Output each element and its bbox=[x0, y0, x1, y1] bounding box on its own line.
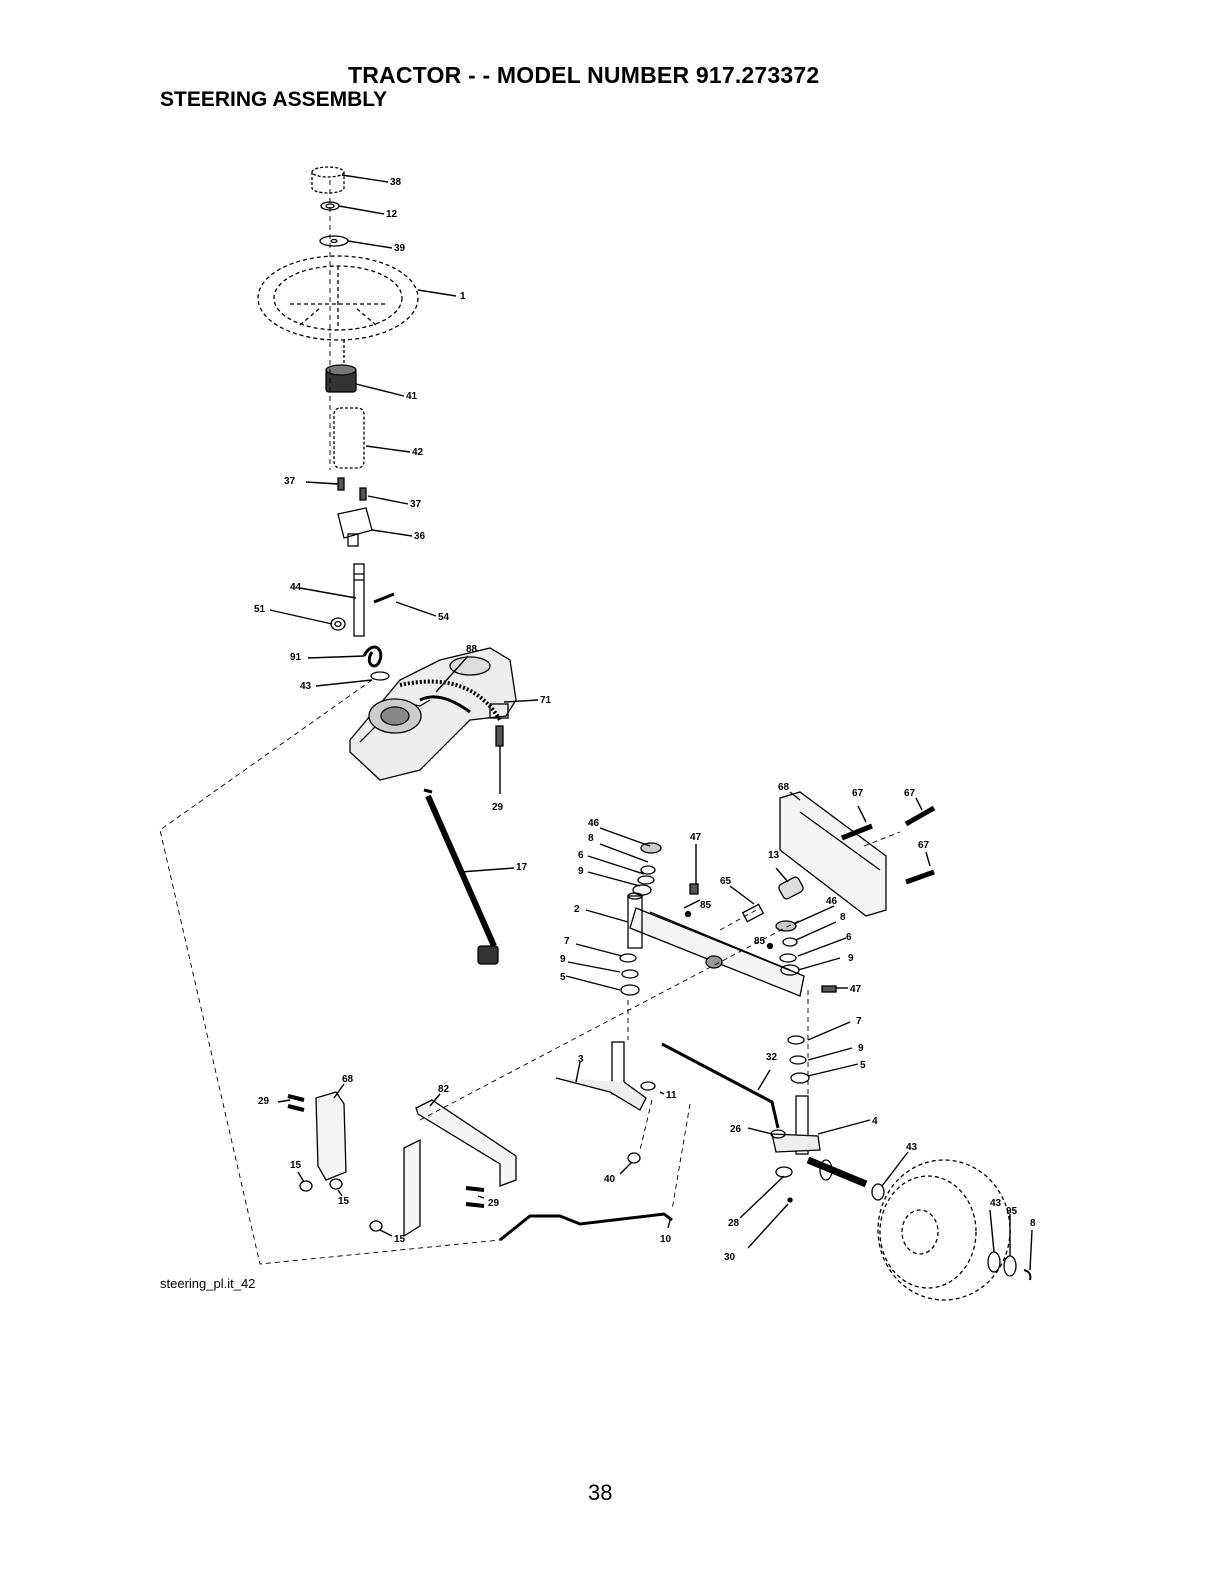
spacer-part-13 bbox=[778, 876, 805, 900]
callout-c65: 65 bbox=[720, 876, 732, 887]
spindle-part-4 bbox=[772, 1096, 866, 1184]
pin-part-40 bbox=[628, 1153, 640, 1163]
callout-c28: 28 bbox=[728, 1218, 740, 1229]
callout-c29a: 29 bbox=[492, 802, 504, 813]
bushing-part-42 bbox=[334, 408, 364, 468]
callout-c68b: 68 bbox=[342, 1074, 354, 1085]
callout-c15c: 15 bbox=[394, 1234, 406, 1245]
bracket-part-68-lower bbox=[316, 1092, 346, 1180]
wheel-washers bbox=[872, 1184, 1030, 1280]
callout-c71: 71 bbox=[540, 695, 552, 706]
callout-c67b: 67 bbox=[904, 788, 916, 799]
washers-stack-right bbox=[776, 921, 809, 1083]
spindle-part-3 bbox=[556, 1042, 655, 1110]
front-axle-part bbox=[630, 908, 804, 996]
steering-wheel-part bbox=[258, 256, 418, 340]
callout-c42: 42 bbox=[412, 447, 424, 458]
callout-c1: 1 bbox=[460, 291, 466, 302]
callout-c5b: 5 bbox=[860, 1060, 866, 1071]
spring-clip-part-91 bbox=[364, 647, 381, 666]
callout-c15a: 15 bbox=[290, 1160, 302, 1171]
callout-c36: 36 bbox=[414, 531, 426, 542]
callout-c17: 17 bbox=[516, 862, 528, 873]
callout-c3: 3 bbox=[578, 1054, 584, 1065]
callout-c6b: 6 bbox=[846, 932, 852, 943]
callout-c26: 26 bbox=[730, 1124, 742, 1135]
callout-c91: 91 bbox=[290, 652, 302, 663]
callout-c46b: 46 bbox=[826, 896, 838, 907]
callout-c8b: 8 bbox=[840, 912, 846, 923]
callout-c46a: 46 bbox=[588, 818, 600, 829]
callout-c29c: 29 bbox=[488, 1198, 500, 1209]
callout-c41: 41 bbox=[406, 391, 418, 402]
callout-c68a: 68 bbox=[778, 782, 790, 793]
callout-c85b: 85 bbox=[754, 936, 766, 947]
callout-c15b: 15 bbox=[338, 1196, 350, 1207]
washer-part-43-upper bbox=[371, 672, 389, 680]
bolt-part-54 bbox=[374, 594, 394, 602]
callout-c32: 32 bbox=[766, 1052, 778, 1063]
callout-c13: 13 bbox=[768, 850, 780, 861]
bracket-part-36 bbox=[338, 508, 372, 546]
callout-c82: 82 bbox=[438, 1084, 450, 1095]
callout-c54: 54 bbox=[438, 612, 450, 623]
callout-c12: 12 bbox=[386, 209, 398, 220]
callout-c5a: 5 bbox=[560, 972, 566, 983]
callout-c11: 11 bbox=[666, 1090, 677, 1101]
callout-c9a: 9 bbox=[578, 866, 584, 877]
nut-part-51 bbox=[331, 618, 345, 630]
bolt-part-37 bbox=[338, 478, 366, 500]
figure-caption: steering_pl.it_42 bbox=[160, 1276, 255, 1291]
callout-c47a: 47 bbox=[690, 832, 702, 843]
bolt-part-29-gear bbox=[496, 726, 503, 746]
callout-c10: 10 bbox=[660, 1234, 672, 1245]
callout-c43b: 43 bbox=[906, 1142, 918, 1153]
front-wheel-part bbox=[878, 1160, 1010, 1300]
callout-c9d: 9 bbox=[858, 1043, 864, 1054]
callout-c29b: 29 bbox=[258, 1096, 270, 1107]
callout-c67a: 67 bbox=[852, 788, 864, 799]
callout-c38: 38 bbox=[390, 177, 402, 188]
callout-c44: 44 bbox=[290, 582, 302, 593]
callout-c9c: 9 bbox=[560, 954, 566, 965]
callout-c30: 30 bbox=[724, 1252, 736, 1263]
callout-c6a: 6 bbox=[578, 850, 584, 861]
callout-c47b: 47 bbox=[850, 984, 862, 995]
callout-c8a: 8 bbox=[588, 833, 594, 844]
callout-c95: 95 bbox=[1006, 1206, 1018, 1217]
assembly-guide-lines bbox=[160, 180, 900, 1264]
callout-c2: 2 bbox=[574, 904, 580, 915]
callout-c40: 40 bbox=[604, 1174, 616, 1185]
callout-c4: 4 bbox=[872, 1116, 878, 1127]
bushing-part-65 bbox=[743, 904, 764, 921]
callout-c43a: 43 bbox=[300, 681, 312, 692]
callout-c39: 39 bbox=[394, 243, 406, 254]
callout-c67c: 67 bbox=[918, 840, 930, 851]
callout-c43c: 43 bbox=[990, 1198, 1002, 1209]
callout-c37a: 37 bbox=[284, 476, 296, 487]
callout-c37b: 37 bbox=[410, 499, 422, 510]
gear-housing-part-71 bbox=[350, 648, 516, 780]
drag-rod-part-10 bbox=[500, 1214, 672, 1240]
callout-c51: 51 bbox=[254, 604, 266, 615]
drag-link-part-17 bbox=[424, 790, 498, 964]
washer-part-39 bbox=[320, 236, 348, 246]
cap-part bbox=[312, 167, 344, 193]
callout-c7a: 7 bbox=[564, 936, 570, 947]
page-number: 38 bbox=[588, 1480, 612, 1506]
callout-c88: 88 bbox=[466, 644, 478, 655]
shaft-part-44 bbox=[354, 564, 364, 636]
callout-c8c: 8 bbox=[1030, 1218, 1036, 1229]
callout-c7b: 7 bbox=[856, 1016, 862, 1027]
bracket-part-82 bbox=[404, 1100, 516, 1236]
callout-c9b: 9 bbox=[848, 953, 854, 964]
adapter-part-41 bbox=[326, 365, 356, 392]
callout-c85a: 85 bbox=[700, 900, 712, 911]
